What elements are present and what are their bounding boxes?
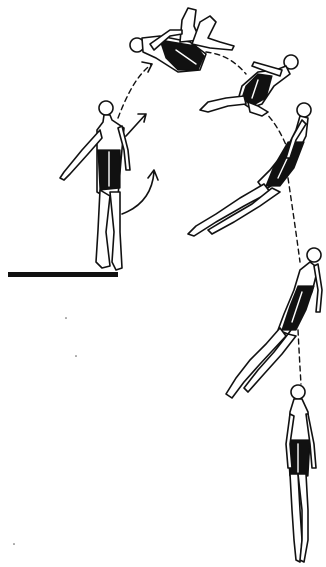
diver-standing <box>60 101 130 270</box>
swing-arrow <box>122 170 158 214</box>
diver-descending <box>226 248 322 398</box>
print-speck <box>65 317 67 319</box>
diving-board <box>8 272 118 277</box>
trajectory-arrowhead <box>142 62 152 72</box>
print-speck <box>13 543 15 545</box>
diver-arch <box>188 103 311 236</box>
print-speck <box>75 355 77 357</box>
takeoff-arrow <box>126 114 146 136</box>
diver-entry <box>286 385 316 562</box>
diver-crouch <box>200 55 298 116</box>
